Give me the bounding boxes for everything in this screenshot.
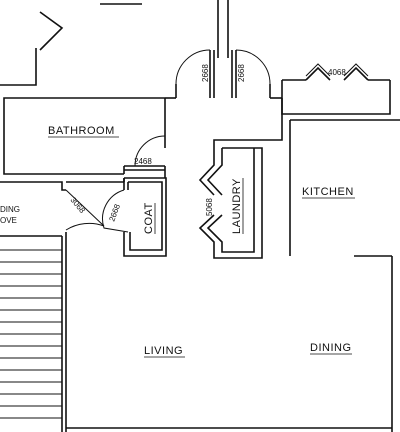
door-size-coat: 2668 [107, 202, 122, 222]
hall-door-openings [165, 50, 282, 99]
door-size-hall: 3068 [68, 196, 87, 216]
door-size-bathroom: 2468 [134, 157, 152, 166]
dining-label: DINING [310, 342, 352, 354]
laundry-walls [198, 147, 263, 259]
door-size-top-right: 2668 [237, 64, 246, 82]
door-size-top-left: 2668 [201, 64, 210, 82]
partial-room-label-line1: DING [0, 205, 20, 214]
kitchen-label: KITCHEN [302, 186, 354, 198]
stair [0, 235, 67, 432]
bathroom-walls [3, 97, 166, 178]
kitchen-walls [213, 63, 400, 432]
laundry-label: LAUNDRY [231, 178, 243, 234]
living-dining-walls [65, 232, 392, 429]
left-hall-walls [0, 178, 125, 191]
door-size-laundry: 5068 [205, 198, 214, 216]
coat-door-swing [102, 189, 129, 233]
bathroom-label: BATHROOM [48, 125, 115, 137]
hall-door-swing [65, 189, 105, 231]
coat-label: COAT [143, 202, 155, 234]
door-swing-right [235, 49, 271, 85]
bathroom-door-swing [134, 135, 166, 167]
door-swing-left [175, 49, 211, 85]
partial-room-label-line2: OVE [0, 216, 17, 225]
living-label: LIVING [144, 345, 183, 357]
door-size-kitchen-window: 4068 [328, 68, 346, 77]
top-left-room-walls [0, 0, 229, 86]
